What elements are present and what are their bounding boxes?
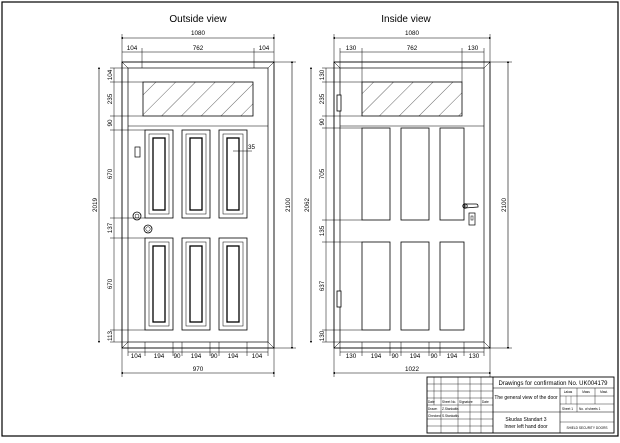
title-block-sheets: No. of sheets 1 <box>579 407 601 411</box>
title-block-product: Skudas Standart 3 <box>505 417 546 423</box>
outside-handle-knob <box>132 211 142 221</box>
outside-lower-panels <box>144 237 248 331</box>
title-block-cell: Checked <box>428 414 441 418</box>
outside-left-dim-3: 90 <box>107 119 114 127</box>
outside-bottom-dim-5: 90 <box>210 353 218 360</box>
outside-frame-width: 970 <box>193 366 204 373</box>
outside-bottom-dim-3: 90 <box>173 353 181 360</box>
outside-left-dim-7: 113 <box>107 330 114 341</box>
outside-frame <box>121 61 275 349</box>
inside-bottom-dim-5: 90 <box>430 353 438 360</box>
inside-left-dim-6: 637 <box>319 280 326 291</box>
outside-left-dim-4: 670 <box>107 168 114 179</box>
inside-left-dim-2: 235 <box>319 93 326 104</box>
title-block-col-header-2: Mass <box>582 390 590 394</box>
outside-bottom-dim-2: 194 <box>154 353 165 360</box>
title-block-view-name: The general view of the door <box>494 395 558 401</box>
outside-spyhole-plate <box>134 146 141 158</box>
inside-upper-panels <box>361 127 465 221</box>
outside-bottom-dim-7: 104 <box>252 353 263 360</box>
title-block-cell: Date <box>482 400 489 404</box>
inside-leaf <box>339 67 485 343</box>
title-block-col-header-3: Mast. <box>600 390 608 394</box>
inside-frame-width: 1022 <box>405 366 420 373</box>
outside-top-dim-2: 762 <box>193 45 204 52</box>
inside-top-dim-2: 762 <box>407 45 418 52</box>
inside-door-handle <box>462 203 479 209</box>
inside-bottom-dim-2: 194 <box>371 353 382 360</box>
inside-left-overall: 2062 <box>304 198 311 213</box>
outside-view-title: Outside view <box>169 14 227 25</box>
outside-bottom-dim-1: 104 <box>131 353 142 360</box>
inside-bottom-dim-3: 90 <box>391 353 399 360</box>
inside-hinge-lower <box>336 290 342 308</box>
inside-glass-panel <box>361 81 463 117</box>
inside-right-overall: 2100 <box>501 198 508 213</box>
inside-view-title: Inside view <box>381 14 431 25</box>
inside-left-dim-1: 130 <box>319 69 326 80</box>
inside-left-dim-7: 130 <box>319 330 326 341</box>
title-block <box>426 376 615 434</box>
inside-left-dim-3: 90 <box>319 118 326 126</box>
outside-left-dim-6: 670 <box>107 278 114 289</box>
outside-right-overall: 2100 <box>285 198 292 213</box>
inside-left-dim-5: 135 <box>319 225 326 236</box>
outside-leaf <box>127 67 269 343</box>
inside-hinge-upper <box>336 94 342 112</box>
inside-left-dim-4: 705 <box>319 168 326 179</box>
outside-glass-panel <box>142 81 254 117</box>
outside-bottom-dim-4: 194 <box>191 353 202 360</box>
inside-lower-panels <box>361 241 465 331</box>
title-block-door-type: Inner left hand door <box>504 424 548 430</box>
outside-bottom-dim-6: 194 <box>228 353 239 360</box>
inside-bottom-dim-7: 130 <box>469 353 480 360</box>
inside-bottom-dim-1: 130 <box>346 353 357 360</box>
title-block-view-name-text: The general view of the door <box>494 395 558 401</box>
title-block-sheet: Sheet 1 <box>562 407 573 411</box>
inside-thumbturn-plate <box>468 212 476 226</box>
inside-frame <box>333 61 491 349</box>
outside-lock-cylinder <box>143 224 153 234</box>
title-block-cell: Z.Stankaitis <box>442 407 459 411</box>
title-block-cell: Drawn <box>428 407 437 411</box>
inside-view: 1080 130 762 130 <box>304 30 512 377</box>
title-block-col-header-1: Lakas <box>564 390 573 394</box>
inside-overall-width: 1080 <box>405 30 420 37</box>
outside-left-dim-5: 137 <box>107 222 114 233</box>
title-block-cell: Signature <box>459 400 473 404</box>
title-block-cell: S.Stankaitis <box>442 414 459 418</box>
title-block-confirmation: Drawings for confirmation No. UK004179 <box>498 381 608 387</box>
title-block-company: SHIELD SECURITY DOORS <box>566 426 607 430</box>
outside-view: 1080 104 762 104 <box>92 30 296 377</box>
inside-bottom-dim-6: 194 <box>447 353 458 360</box>
outside-overall-width: 1080 <box>191 30 206 37</box>
inside-top-dim-3: 130 <box>468 45 479 52</box>
title-block-cell: Sheet No. <box>442 400 456 404</box>
outside-top-dim-1: 104 <box>127 45 138 52</box>
outside-upper-panels <box>144 129 248 219</box>
outside-left-dim-2: 235 <box>107 93 114 104</box>
outside-left-overall: 2019 <box>92 198 99 213</box>
outside-left-dim-1: 104 <box>107 69 114 80</box>
title-block-cell: Date <box>428 400 435 404</box>
inside-top-dim-1: 130 <box>346 45 357 52</box>
inside-bottom-dim-4: 194 <box>410 353 421 360</box>
outside-top-dim-3: 104 <box>259 45 270 52</box>
outside-panel-callout: 35 <box>248 144 256 151</box>
